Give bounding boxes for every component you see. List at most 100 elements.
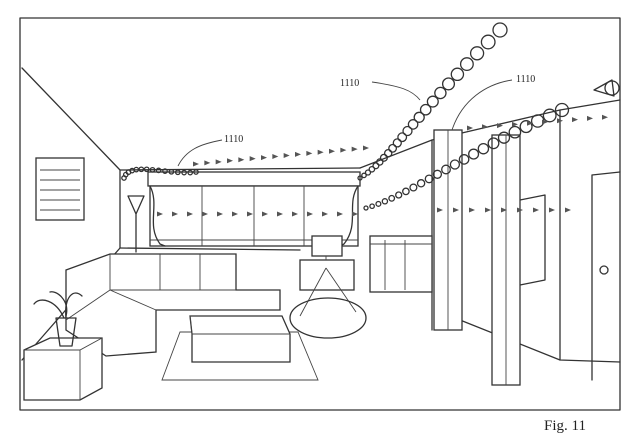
path-dot — [193, 169, 199, 175]
triangle-marker — [322, 211, 328, 217]
triangle-marker — [306, 150, 313, 156]
triangle-marker — [272, 154, 279, 160]
path-dot — [441, 77, 456, 91]
path-dot — [368, 165, 376, 173]
reference-label-top: 1110 — [340, 78, 421, 101]
ref-label-top-text: 1110 — [340, 78, 359, 89]
path-dot — [375, 200, 382, 207]
triangle-marker — [157, 211, 163, 217]
reference-label-left: 1110 — [177, 134, 243, 167]
triangle-marker — [363, 145, 369, 151]
coffee-table — [161, 315, 319, 381]
triangle-marker — [549, 207, 555, 213]
path-dot — [426, 95, 439, 108]
path-dot — [181, 169, 187, 176]
path-dot — [392, 138, 402, 148]
reference-label-right: 1110 — [451, 74, 535, 131]
ref-label-right-text: 1110 — [516, 74, 535, 85]
triangle-marker — [533, 207, 539, 213]
triangle-marker — [497, 123, 503, 129]
triangle-marker — [485, 207, 491, 213]
path-dot — [397, 132, 408, 143]
path-dot — [363, 205, 369, 211]
triangle-marker — [227, 158, 233, 164]
path-dot — [459, 57, 474, 72]
path-dot — [554, 102, 570, 118]
triangle-marker — [587, 115, 593, 121]
path-dot — [477, 142, 490, 155]
path-dot — [424, 174, 434, 184]
path-dot — [434, 86, 447, 100]
triangle-marker — [572, 117, 578, 123]
wall-picture — [35, 157, 85, 221]
triangle-marker — [202, 211, 208, 217]
path-dot — [542, 108, 557, 123]
path-dot — [364, 169, 372, 176]
triangle-marker — [340, 147, 347, 153]
floor-lamp — [127, 195, 145, 253]
triangle-marker — [217, 211, 223, 217]
path-dot — [361, 172, 367, 179]
path-dot — [388, 194, 396, 202]
path-dot — [409, 183, 418, 192]
triangle-marker — [565, 207, 571, 213]
path-dot — [449, 159, 461, 170]
triangle-marker — [262, 211, 268, 217]
triangle-marker — [602, 114, 608, 120]
triangle-marker — [193, 161, 199, 167]
path-dot — [480, 34, 496, 50]
triangle-marker — [437, 207, 443, 213]
path-dot — [492, 22, 508, 38]
triangle-marker — [352, 211, 358, 217]
path-dot — [402, 187, 410, 196]
ref-label-left-text: 1110 — [224, 134, 243, 145]
path-dot — [369, 203, 375, 210]
path-dot — [383, 148, 393, 158]
triangle-marker — [517, 207, 523, 213]
triangle-marker — [172, 211, 178, 217]
triangle-marker-row-left — [193, 145, 369, 167]
triangle-marker — [453, 207, 459, 213]
path-dot — [357, 175, 363, 181]
path-dot — [497, 131, 511, 144]
path-dot — [458, 154, 470, 165]
triangle-marker — [261, 155, 267, 161]
path-dot — [402, 125, 413, 137]
path-dot — [168, 168, 175, 175]
triangle-marker — [247, 211, 253, 217]
triangle-marker — [292, 211, 298, 217]
path-dot — [138, 166, 145, 173]
triangle-marker — [215, 159, 222, 165]
path-dot — [407, 119, 419, 130]
triangle-marker — [204, 160, 211, 166]
path-dot — [419, 103, 432, 116]
path-dot — [155, 167, 162, 174]
triangle-marker — [277, 211, 283, 217]
triangle-marker — [307, 211, 313, 217]
path-dot — [162, 168, 168, 174]
path-dot — [379, 153, 388, 162]
path-dot — [469, 46, 485, 61]
triangle-marker — [187, 211, 193, 217]
triangle-marker — [469, 207, 475, 213]
side-table — [23, 291, 103, 401]
triangle-marker-row-right — [467, 114, 608, 131]
path-dot — [508, 125, 522, 139]
drawing-border — [19, 17, 621, 411]
triangle-marker — [317, 149, 324, 155]
figure-caption: Fig. 11 — [544, 418, 586, 434]
path-dot — [187, 169, 194, 176]
triangle-marker — [482, 124, 488, 130]
path-dot — [487, 137, 500, 150]
path-dot — [372, 162, 380, 170]
triangle-marker — [467, 125, 473, 131]
triangle-marker — [351, 146, 358, 152]
path-dot — [376, 158, 384, 166]
triangle-marker — [238, 157, 245, 163]
cone-emitter-icon — [593, 79, 620, 97]
path-dot — [143, 166, 150, 173]
path-dot — [388, 143, 398, 153]
triangle-marker — [337, 211, 343, 217]
